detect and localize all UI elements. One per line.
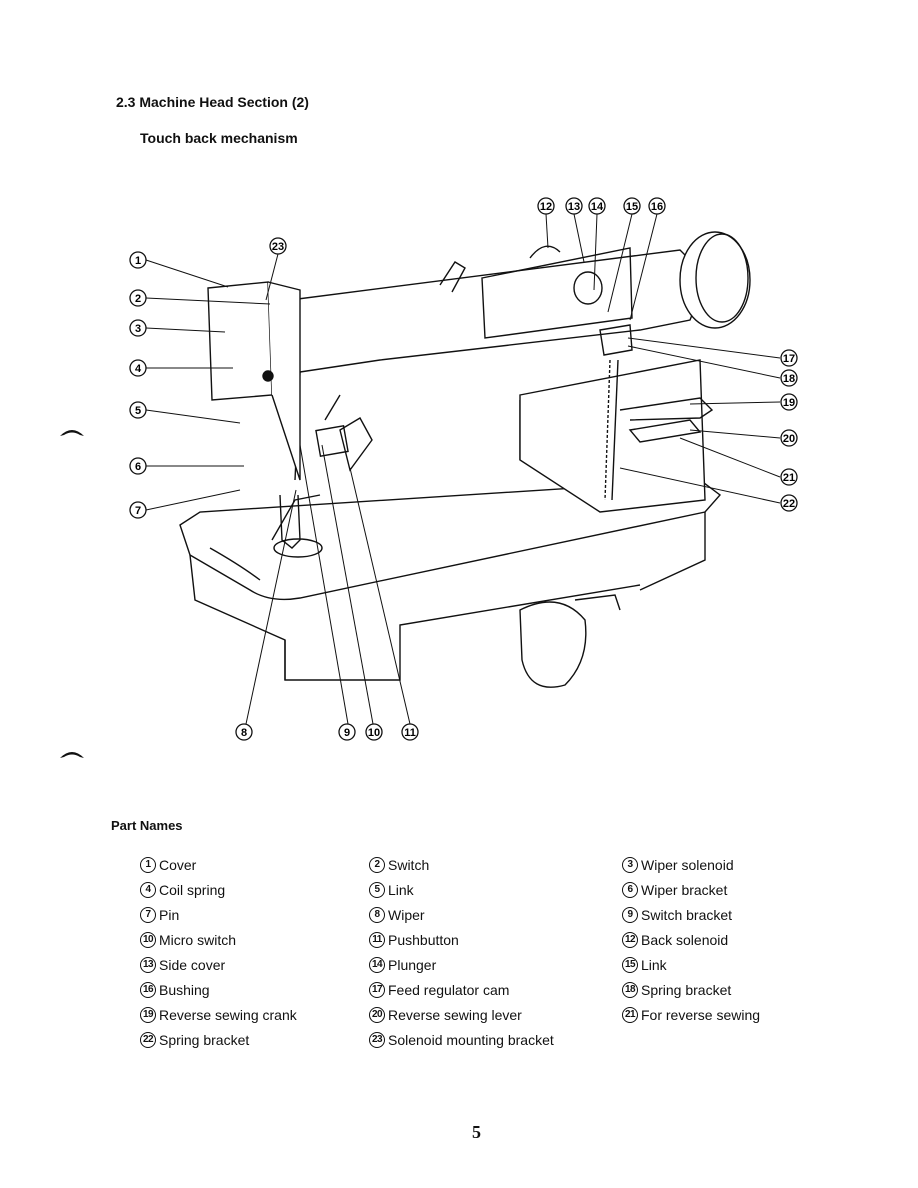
callout-markers: 1 2 3 4 5 6 7 8 9 10 11 12 13 14 15 16 1…	[129, 197, 798, 741]
svg-text:17: 17	[783, 353, 795, 365]
section-title: 2.3 Machine Head Section (2)	[116, 94, 309, 110]
margin-mark-icon	[60, 752, 84, 758]
svg-text:6: 6	[135, 461, 141, 473]
svg-text:1: 1	[135, 255, 141, 267]
svg-text:23: 23	[272, 241, 284, 253]
svg-text:3: 3	[135, 323, 141, 335]
svg-text:14: 14	[591, 201, 604, 213]
svg-text:15: 15	[626, 201, 638, 213]
svg-text:21: 21	[783, 472, 795, 484]
svg-text:19: 19	[783, 397, 795, 409]
page-number: 5	[472, 1122, 481, 1142]
machine-head-diagram: 1 2 3 4 5 6 7 8 9 10 11 12 13 14 15 16 1…	[129, 197, 798, 741]
parts-title: Part Names	[111, 818, 183, 833]
svg-text:16: 16	[651, 201, 663, 213]
svg-text:4: 4	[135, 363, 142, 375]
svg-text:8: 8	[241, 727, 247, 739]
svg-text:11: 11	[404, 727, 416, 739]
sub-title: Touch back mechanism	[140, 130, 298, 146]
svg-text:13: 13	[568, 201, 580, 213]
svg-text:20: 20	[783, 433, 795, 445]
svg-text:22: 22	[783, 498, 795, 510]
svg-text:12: 12	[540, 201, 552, 213]
svg-text:7: 7	[135, 505, 141, 517]
margin-mark-icon	[60, 430, 84, 436]
svg-text:10: 10	[368, 727, 380, 739]
svg-text:5: 5	[135, 405, 141, 417]
svg-text:2: 2	[135, 293, 141, 305]
svg-text:18: 18	[783, 373, 795, 385]
svg-text:9: 9	[344, 727, 350, 739]
